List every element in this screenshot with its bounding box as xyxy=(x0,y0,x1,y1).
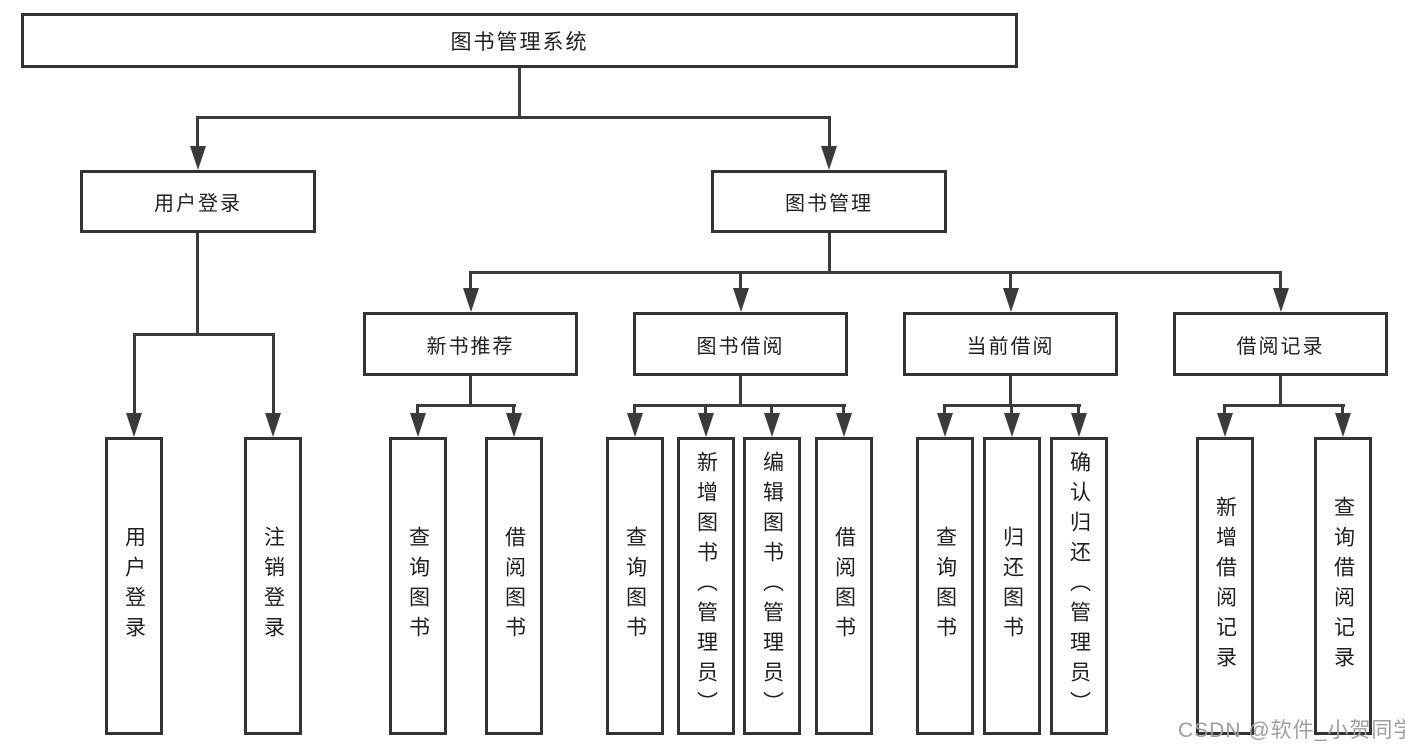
node-borrow-records: 借阅记录 xyxy=(1173,312,1388,376)
arrow-borrow-records xyxy=(1273,288,1289,312)
leaf-return-book-label: 归还图书 xyxy=(1000,526,1024,646)
leaf-borrow-book-borrow-label: 借阅图书 xyxy=(832,526,856,646)
node-current-borrow: 当前借阅 xyxy=(903,312,1118,376)
leaf-add-book-admin-label: 新增图书（管理员） xyxy=(694,451,718,721)
leaf-logout-label: 注销登录 xyxy=(261,526,285,646)
arrow-borrow-book-rec xyxy=(506,413,522,437)
node-root: 图书管理系统 xyxy=(21,13,1018,68)
connector-drop-borrow-records xyxy=(1279,271,1282,289)
leaf-edit-book-admin: 编辑图书（管理员） xyxy=(743,437,801,735)
connector-level1-hline xyxy=(196,116,831,119)
connector-book-mgmt-stem xyxy=(828,232,831,273)
connector-drop-return-book xyxy=(1010,404,1013,415)
connector-level3-hline xyxy=(469,271,1282,274)
connector-borrow-records-stem xyxy=(1279,375,1282,406)
connector-drop-edit-book-admin xyxy=(770,404,773,415)
connector-drop-borrow-book-rec xyxy=(512,404,515,415)
leaf-user-login-label: 用户登录 xyxy=(122,526,146,646)
arrow-edit-book-admin xyxy=(764,413,780,437)
arrow-add-book-admin xyxy=(698,413,714,437)
connector-user-login-stem xyxy=(196,232,199,335)
connector-drop-confirm-return xyxy=(1077,404,1080,415)
connector-drop-current-borrow xyxy=(1009,271,1012,289)
connector-new-book-rec-hline xyxy=(417,404,516,407)
connector-new-book-rec-stem xyxy=(469,375,472,406)
leaf-edit-book-admin-label: 编辑图书（管理员） xyxy=(760,451,784,721)
node-borrow-records-label: 借阅记录 xyxy=(1236,335,1325,358)
node-book-borrow: 图书借阅 xyxy=(633,312,848,376)
arrow-return-book xyxy=(1004,413,1020,437)
connector-drop-add-book-admin xyxy=(704,404,707,415)
leaf-logout: 注销登录 xyxy=(244,437,302,735)
connector-drop-query-borrow-record xyxy=(1341,404,1344,415)
connector-drop-leaf-user-login xyxy=(133,333,136,414)
leaf-query-book-rec-label: 查询图书 xyxy=(406,526,430,646)
leaf-return-book: 归还图书 xyxy=(983,437,1041,735)
arrow-current-borrow xyxy=(1003,288,1019,312)
arrow-query-borrow-record xyxy=(1335,413,1351,437)
node-user-login-label: 用户登录 xyxy=(154,193,242,215)
arrow-borrow-book-borrow xyxy=(836,413,852,437)
leaf-query-book-current: 查询图书 xyxy=(916,437,974,735)
leaf-confirm-return-admin-label: 确认归还（管理员） xyxy=(1067,451,1091,721)
node-book-mgmt: 图书管理 xyxy=(711,170,947,233)
arrow-book-mgmt xyxy=(821,146,837,170)
connector-drop-query-book-current xyxy=(943,404,946,415)
connector-drop-query-book-borrow xyxy=(633,404,636,415)
connector-user-login-hline xyxy=(133,333,275,336)
arrow-user-login xyxy=(190,146,206,170)
leaf-query-book-rec: 查询图书 xyxy=(389,437,447,735)
connector-drop-new-book-rec xyxy=(469,271,472,289)
arrow-query-book-borrow xyxy=(627,413,643,437)
connector-drop-add-borrow-record xyxy=(1223,404,1226,415)
connector-book-borrow-stem xyxy=(739,375,742,406)
connector-drop-borrow-book-borrow xyxy=(842,404,845,415)
connector-drop-query-book-rec xyxy=(416,404,419,415)
leaf-confirm-return-admin: 确认归还（管理员） xyxy=(1050,437,1108,735)
leaf-query-borrow-record: 查询借阅记录 xyxy=(1314,437,1372,735)
arrow-leaf-logout xyxy=(265,413,281,437)
arrow-leaf-user-login xyxy=(126,413,142,437)
node-root-label: 图书管理系统 xyxy=(450,30,589,54)
csdn-watermark: CSDN @软件_小贺同学 xyxy=(1178,719,1405,742)
leaf-borrow-book-rec-label: 借阅图书 xyxy=(502,526,526,646)
node-user-login: 用户登录 xyxy=(80,170,316,233)
node-new-book-rec: 新书推荐 xyxy=(363,312,578,376)
leaf-add-borrow-record: 新增借阅记录 xyxy=(1196,437,1254,735)
connector-current-borrow-stem xyxy=(1009,375,1012,406)
node-new-book-rec-label: 新书推荐 xyxy=(426,335,515,358)
leaf-add-borrow-record-label: 新增借阅记录 xyxy=(1213,496,1237,676)
arrow-query-book-rec xyxy=(410,413,426,437)
leaf-user-login: 用户登录 xyxy=(105,437,163,735)
connector-book-borrow-hline xyxy=(634,404,846,407)
node-current-borrow-label: 当前借阅 xyxy=(966,335,1055,358)
connector-drop-user-login xyxy=(196,116,199,148)
connector-borrow-records-hline xyxy=(1224,404,1345,407)
leaf-borrow-book-rec: 借阅图书 xyxy=(485,437,543,735)
leaf-borrow-book-borrow: 借阅图书 xyxy=(815,437,873,735)
node-book-borrow-label: 图书借阅 xyxy=(696,335,785,358)
leaf-add-book-admin: 新增图书（管理员） xyxy=(677,437,735,735)
node-book-mgmt-label: 图书管理 xyxy=(785,193,873,215)
arrow-confirm-return xyxy=(1071,413,1087,437)
connector-drop-leaf-logout xyxy=(272,333,275,414)
arrow-query-book-current xyxy=(937,413,953,437)
leaf-query-book-current-label: 查询图书 xyxy=(933,526,957,646)
leaf-query-book-borrow-label: 查询图书 xyxy=(623,526,647,646)
leaf-query-borrow-record-label: 查询借阅记录 xyxy=(1331,496,1355,676)
connector-drop-book-mgmt xyxy=(828,116,831,148)
leaf-query-book-borrow: 查询图书 xyxy=(606,437,664,735)
connector-root-stem xyxy=(518,67,521,117)
connector-drop-book-borrow xyxy=(739,271,742,289)
arrow-book-borrow xyxy=(733,288,749,312)
arrow-add-borrow-record xyxy=(1217,413,1233,437)
arrow-new-book-rec xyxy=(463,288,479,312)
